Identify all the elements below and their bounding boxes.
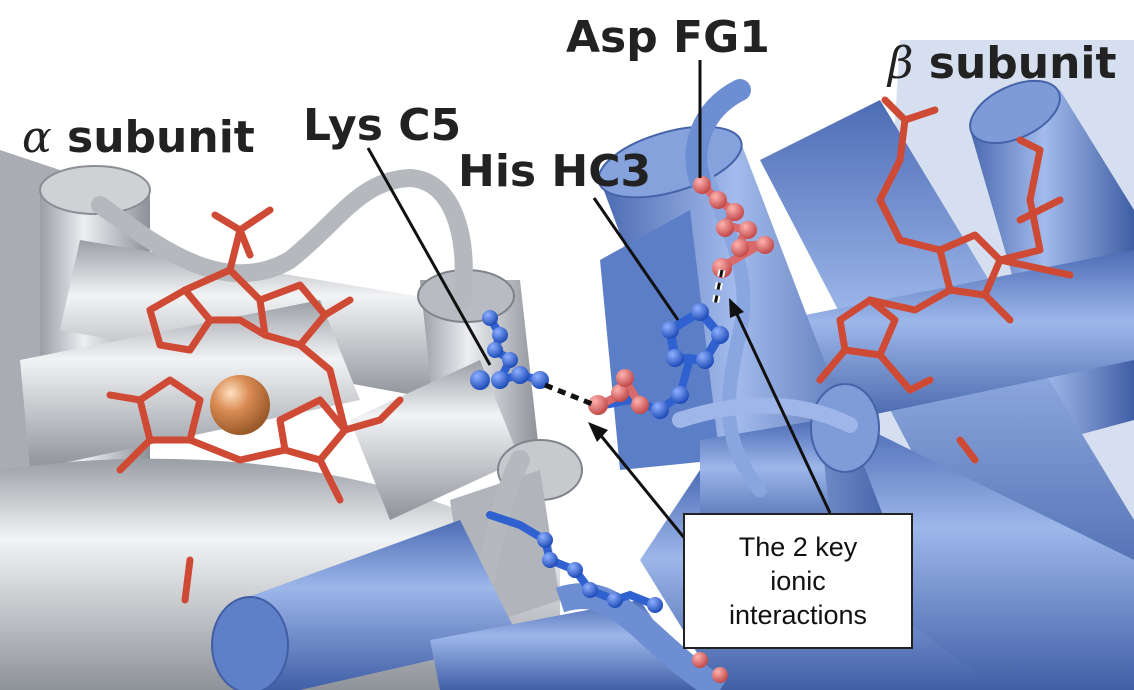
callout-arrow-1 <box>596 431 688 541</box>
alpha-subunit-word: subunit <box>67 112 255 163</box>
beta-subunit-word: subunit <box>928 38 1117 89</box>
arrowhead-2 <box>729 298 744 318</box>
arrowhead-1 <box>588 422 608 442</box>
lys-c5-residue <box>470 310 549 390</box>
beta-symbol: β <box>888 38 914 89</box>
iron-atom <box>210 375 270 435</box>
lys-c5-label: Lys C5 <box>303 100 462 151</box>
asp-fg1-residue <box>693 176 775 278</box>
his-carboxyl-group <box>588 369 649 415</box>
annotation-leader-lines <box>366 60 832 541</box>
lower-basic-residue <box>486 511 728 683</box>
his-hc3-label: His HC3 <box>458 146 652 197</box>
alpha-heme-group <box>106 206 404 604</box>
lys-leader-line <box>366 147 492 366</box>
beta-heme-group <box>816 96 1074 464</box>
beta-subunit-label: β subunit <box>888 42 1117 86</box>
his-leader-line <box>592 197 680 321</box>
lys-ionic-bond <box>544 382 593 407</box>
his-hc3-residue <box>601 303 729 419</box>
callout-text: The 2 key ionic interactions <box>728 532 868 630</box>
alpha-subunit-label: α subunit <box>22 116 255 160</box>
callout-arrow-2 <box>733 309 832 514</box>
asp-fg1-label: Asp FG1 <box>566 12 770 63</box>
alpha-symbol: α <box>22 112 52 163</box>
beta-front-helices <box>211 520 727 690</box>
ionic-interactions-callout: The 2 key ionic interactions <box>683 513 913 649</box>
